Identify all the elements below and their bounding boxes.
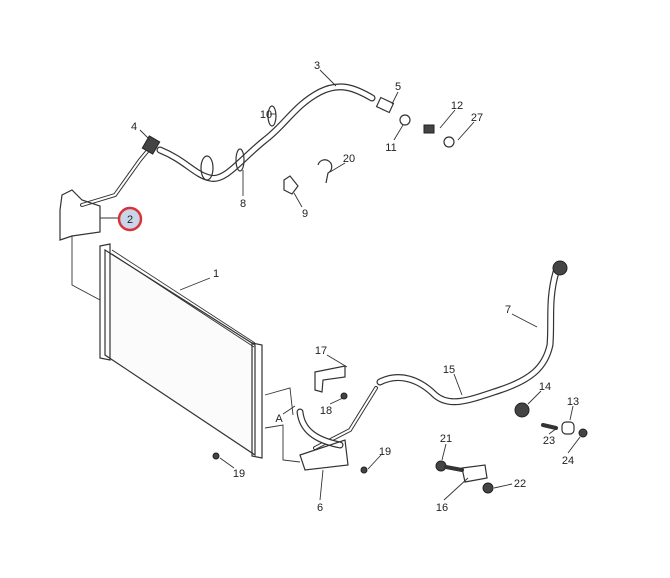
clip-9 — [283, 175, 299, 195]
clip-20 — [317, 159, 333, 184]
condenser — [71, 236, 263, 459]
callout-14: 14 — [539, 381, 551, 393]
callout-27: 27 — [471, 112, 483, 124]
callout-12: 12 — [451, 100, 463, 112]
callout-15: 15 — [443, 364, 455, 376]
callout-11: 11 — [385, 142, 396, 154]
hose-upper — [80, 83, 455, 207]
callout-13: 13 — [567, 396, 579, 408]
callout-2[interactable]: 2 — [127, 214, 133, 226]
hose-lower — [264, 260, 568, 471]
callout-6: 6 — [317, 502, 323, 514]
callout-22: 22 — [514, 478, 526, 490]
callout-19-left: 19 — [233, 468, 245, 480]
callout-19-right: 19 — [379, 446, 391, 458]
callout-5: 5 — [395, 81, 401, 93]
callout-7: 7 — [505, 304, 511, 316]
callout-20: 20 — [343, 153, 355, 165]
leader-lines — [100, 69, 581, 501]
highlight-ring[interactable] — [117, 206, 143, 232]
callout-23: 23 — [543, 435, 555, 447]
callout-4: 4 — [131, 121, 137, 133]
callout-17: 17 — [315, 345, 327, 357]
callout-18: 18 — [320, 405, 332, 417]
callout-10: 10 — [260, 109, 272, 121]
callout-1: 1 — [213, 268, 219, 280]
callout-16: 16 — [436, 502, 448, 514]
callout-A: A — [275, 413, 283, 425]
bushing-13 — [561, 421, 575, 435]
bracket — [59, 189, 101, 241]
callout-24: 24 — [562, 455, 574, 467]
callout-9: 9 — [302, 208, 308, 220]
callout-21: 21 — [440, 433, 452, 445]
callout-3: 3 — [314, 60, 320, 72]
callout-8: 8 — [240, 198, 246, 210]
grommet-14 — [514, 402, 530, 418]
